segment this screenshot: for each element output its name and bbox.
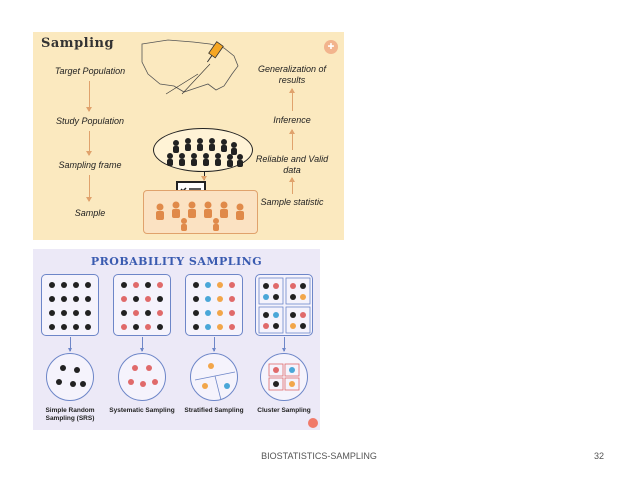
- method-label-systematic: Systematic Sampling: [109, 407, 175, 414]
- arrow-up-icon: [289, 88, 295, 111]
- step-generalization: Generalization of results: [257, 64, 327, 85]
- method-label-cluster: Cluster Sampling: [257, 407, 311, 414]
- sample-group-icon: [143, 190, 258, 234]
- sample-circle-systematic: [118, 353, 166, 401]
- population-box-stratified: [185, 274, 243, 336]
- probability-sampling-title: PROBABILITY SAMPLING: [90, 255, 263, 268]
- arrow-down-icon: [201, 172, 207, 181]
- sample-circle-srs: [46, 353, 94, 401]
- sampling-infographic: Sampling ✚ Target Population Study Popul…: [33, 32, 344, 240]
- step-target-population: Target Population: [54, 66, 126, 76]
- page-number: 32: [593, 451, 604, 461]
- step-study-population: Study Population: [55, 116, 125, 126]
- sample-circle-stratified: [190, 353, 238, 401]
- population-box-srs: [41, 274, 99, 336]
- arrow-down-icon: [212, 337, 216, 352]
- crowd-icon: [153, 128, 253, 172]
- arrow-down-icon: [86, 81, 92, 112]
- method-label-srs: Simple Random Sampling (SRS): [45, 407, 95, 422]
- brand-logo-icon: [308, 418, 318, 428]
- sample-circle-cluster: [260, 353, 308, 401]
- step-sampling-frame: Sampling frame: [58, 160, 122, 170]
- brand-logo-icon: ✚: [324, 40, 338, 54]
- arrow-down-icon: [282, 337, 286, 352]
- us-map-icon: [141, 39, 239, 95]
- probability-sampling-infographic: PROBABILITY SAMPLING: [33, 249, 320, 430]
- arrow-down-icon: [68, 337, 72, 352]
- slide-footer: BIOSTATISTICS-SAMPLING: [261, 451, 377, 461]
- population-box-cluster: [255, 274, 313, 336]
- arrow-up-icon: [289, 177, 295, 194]
- arrow-down-icon: [86, 131, 92, 156]
- step-sample-statistic: Sample statistic: [260, 197, 324, 207]
- arrow-up-icon: [289, 129, 295, 150]
- step-sample: Sample: [74, 208, 106, 218]
- population-box-systematic: [113, 274, 171, 336]
- arrow-down-icon: [86, 175, 92, 202]
- map-pin-icon: [206, 41, 224, 63]
- method-label-stratified: Stratified Sampling: [184, 407, 244, 414]
- step-reliable-data: Reliable and Valid data: [255, 154, 329, 175]
- step-inference: Inference: [273, 115, 311, 125]
- sampling-title: Sampling: [41, 36, 115, 51]
- arrow-down-icon: [140, 337, 144, 352]
